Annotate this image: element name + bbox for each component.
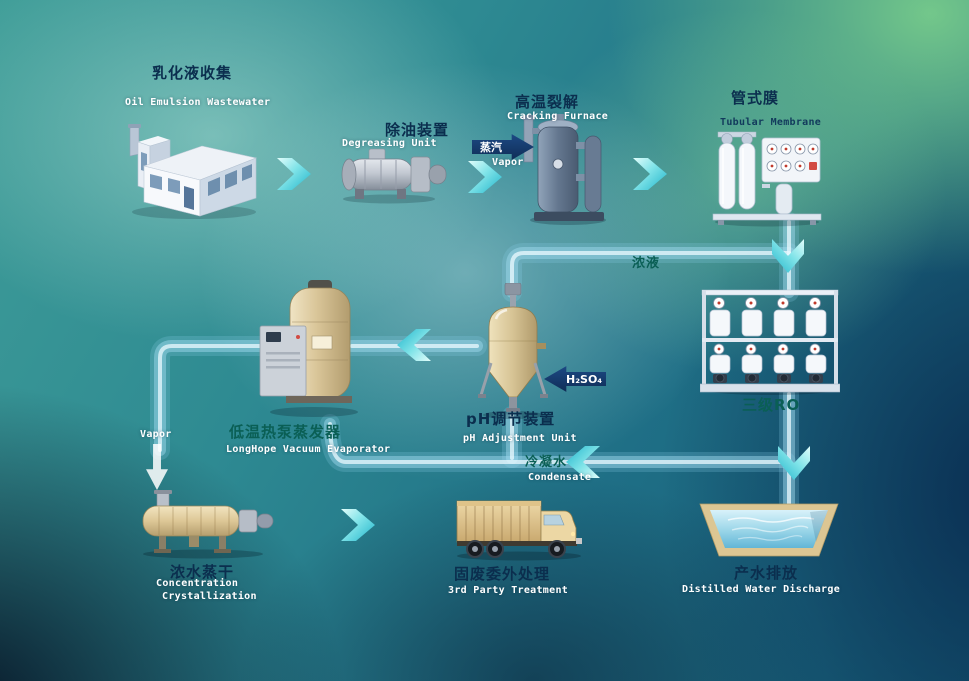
- ro-label-zh: 三级RO: [742, 396, 801, 414]
- condensate-label-en: Condensate: [528, 472, 592, 483]
- ro-skid-illustration: [699, 286, 841, 400]
- factory-label-en: Oil Emulsion Wastewater: [125, 97, 271, 108]
- steam-arrow-label: 蒸汽: [480, 141, 502, 154]
- degreaser-label-zh: 除油装置: [385, 121, 450, 139]
- furnace-label-zh: 高温裂解: [515, 93, 580, 111]
- ph-label-en: pH Adjustment Unit: [463, 433, 577, 444]
- evaporator-label-en: LongHope Vacuum Evaporator: [226, 444, 391, 455]
- h2so4-arrow-label: H₂SO₄: [566, 372, 603, 386]
- truck-label-en: 3rd Party Treatment: [448, 585, 569, 596]
- vapor-out-label: Vapor: [140, 429, 172, 440]
- evaporator-illustration: [256, 280, 358, 424]
- factory-label-zh: 乳化液收集: [152, 64, 233, 82]
- condensate-label-zh: 冷凝水: [525, 455, 568, 470]
- truck-label-zh: 固废委外处理: [454, 565, 551, 583]
- factory-illustration: [122, 106, 267, 225]
- ph-label-zh: pH调节装置: [466, 410, 556, 428]
- evaporator-label-zh: 低温热泵蒸发器: [229, 423, 342, 441]
- crystallizer-label-en2: Crystallization: [162, 591, 257, 602]
- furnace-label-en: Cracking Furnace: [507, 111, 609, 122]
- pool-label-en: Distilled Water Discharge: [682, 584, 841, 595]
- degreaser-illustration: [333, 146, 451, 208]
- furnace-illustration: [522, 112, 614, 231]
- degreaser-label-en: Degreasing Unit: [342, 138, 437, 149]
- pool-label-zh: 产水排放: [734, 564, 799, 582]
- membrane-label-en: Tubular Membrane: [720, 117, 822, 128]
- membrane-label-zh: 管式膜: [731, 89, 780, 107]
- crystallizer-label-zh: 浓水蒸干: [170, 563, 235, 581]
- ph-tank-illustration: [477, 282, 549, 425]
- truck-illustration: [453, 496, 591, 566]
- concentrate-label: 浓液: [632, 256, 661, 271]
- tubular-membrane-illustration: [710, 126, 825, 232]
- crystallizer-label-en1: Concentration: [156, 578, 239, 589]
- steam-label-en: Vapor: [492, 157, 524, 168]
- crystallizer-illustration: [133, 489, 275, 564]
- discharge-pool-illustration: [698, 498, 840, 566]
